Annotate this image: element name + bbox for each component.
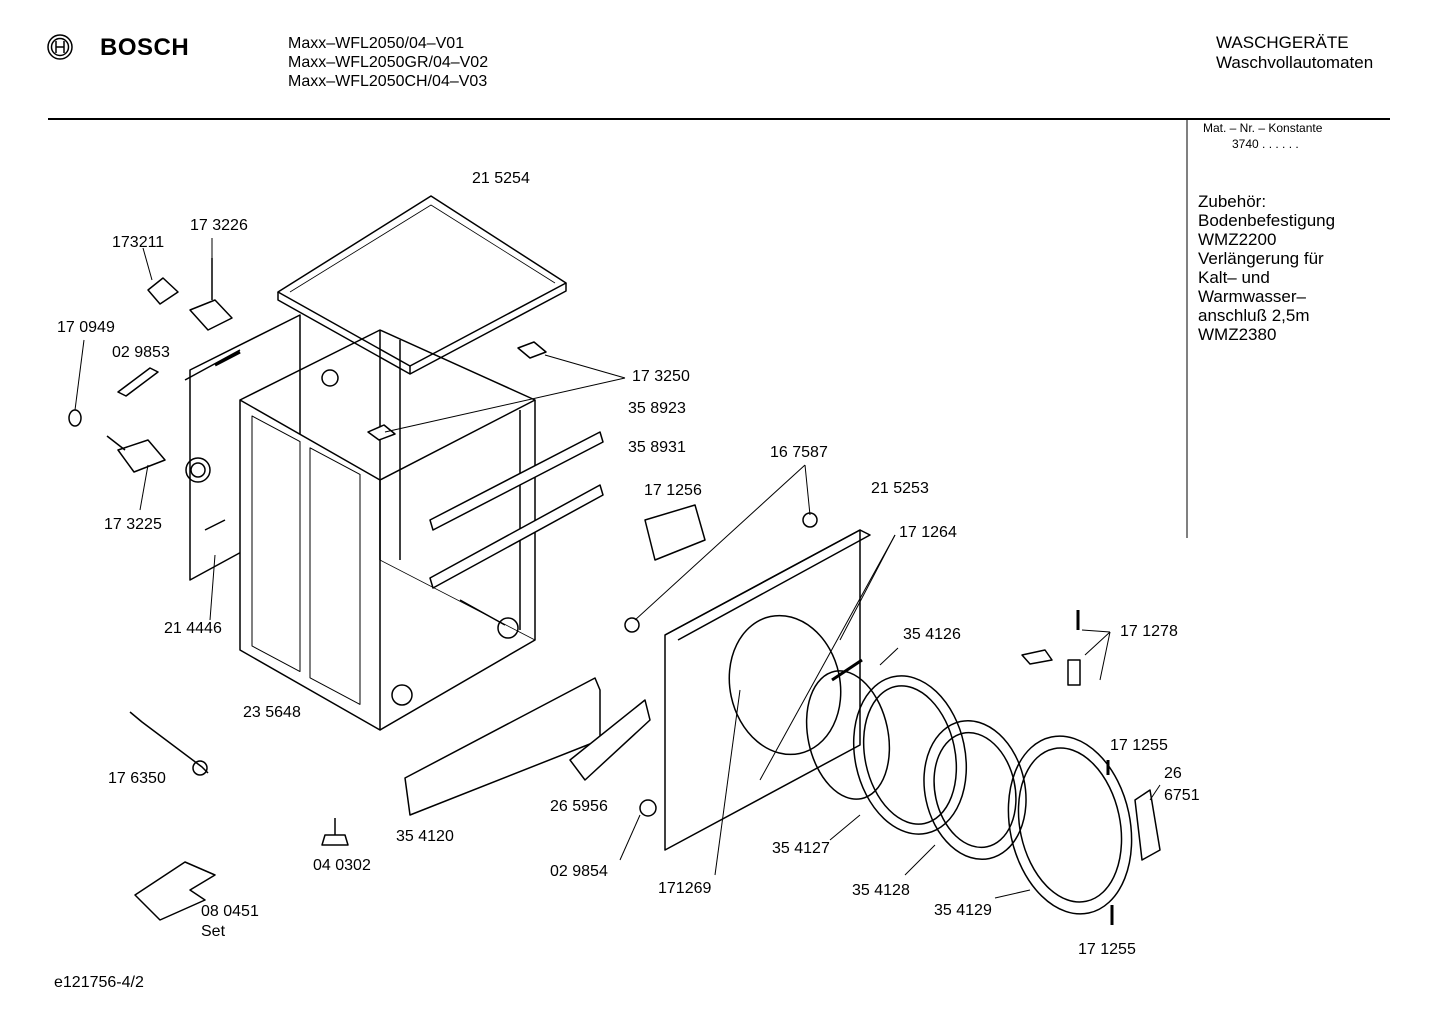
- rail-lower-part: [430, 485, 603, 588]
- part-label-171269: 171269: [658, 880, 712, 897]
- door-seal-part: [795, 663, 900, 807]
- part-label-171255-bottom: 17 1255: [1078, 941, 1136, 958]
- accessory-line: WMZ2380: [1198, 325, 1277, 344]
- accessory-line: Verlängerung für: [1198, 249, 1324, 268]
- part-label-215254: 21 5254: [472, 170, 530, 187]
- model-3: Maxx–WFL2050CH/04–V03: [288, 73, 488, 90]
- cabinet-frame-part: [240, 330, 535, 730]
- clip-part: [368, 342, 546, 440]
- part-label-171278: 17 1278: [1120, 623, 1178, 640]
- door-hook-part: [1022, 650, 1052, 664]
- door-catch-part: [1068, 660, 1080, 685]
- part-label-6751: 6751: [1164, 787, 1200, 804]
- accessory-line: Bodenbefestigung: [1198, 211, 1336, 230]
- bracket-part: [118, 368, 158, 396]
- accessory-line: WMZ2200: [1198, 230, 1277, 249]
- model-2: Maxx–WFL2050GR/04–V02: [288, 54, 489, 71]
- hinge-part: [1135, 790, 1160, 860]
- part-label-354127: 35 4127: [772, 840, 830, 857]
- part-label-354128: 35 4128: [852, 882, 910, 899]
- mat-value: 3740 . . . . . .: [1232, 137, 1299, 151]
- base-plate-part: [135, 862, 215, 920]
- part-label-040302: 04 0302: [313, 857, 371, 874]
- part-label-173211: 173211: [112, 234, 165, 251]
- part-label-171255-top: 17 1255: [1110, 737, 1168, 754]
- dispenser-handle-part: [570, 700, 650, 780]
- part-label-358931: 35 8931: [628, 439, 686, 456]
- part-label-170949: 17 0949: [57, 319, 115, 336]
- model-1: Maxx–WFL2050/04–V01: [288, 35, 465, 52]
- knob-part: [640, 800, 656, 816]
- door-inner-ring-part: [840, 665, 981, 844]
- front-panel-part: [625, 513, 870, 850]
- accessory-line: Zubehör:: [1198, 192, 1267, 211]
- part-label-265956: 26 5956: [550, 798, 608, 815]
- part-label-358923: 35 8923: [628, 400, 686, 417]
- wrench-part: [130, 712, 208, 775]
- door-outer-ring-part: [993, 724, 1148, 925]
- shock-absorber-upper-part: [190, 258, 232, 330]
- rail-upper-part: [430, 432, 603, 530]
- part-label-354126: 35 4126: [903, 626, 961, 643]
- part-label-214446: 21 4446: [164, 620, 222, 637]
- accessory-line: Warmwasser–: [1198, 287, 1306, 306]
- part-label-354120: 35 4120: [396, 828, 454, 845]
- damper-pin-part: [148, 278, 178, 304]
- part-label-029854: 02 9854: [550, 863, 608, 880]
- control-panel-trim-part: [405, 678, 600, 815]
- mat-label: Mat. – Nr. – Konstante: [1203, 121, 1323, 135]
- accessory-line: Kalt– und: [1198, 268, 1270, 287]
- part-label-171264: 17 1264: [899, 524, 957, 541]
- part-label-set: Set: [201, 923, 226, 940]
- shock-absorber-lower-part: [107, 436, 165, 472]
- category: WASCHGERÄTE: [1216, 33, 1349, 52]
- part-label-173226: 17 3226: [190, 217, 248, 234]
- part-label-215253: 21 5253: [871, 480, 929, 497]
- foot-part: [322, 818, 348, 845]
- part-label-080451: 08 0451: [201, 903, 259, 920]
- part-label-167587: 16 7587: [770, 444, 828, 461]
- part-label-173250: 17 3250: [632, 368, 690, 385]
- part-label-235648: 23 5648: [243, 704, 301, 721]
- brand-name: BOSCH: [100, 34, 190, 61]
- part-label-173225: 17 3225: [104, 516, 162, 533]
- part-label-354129: 35 4129: [934, 902, 992, 919]
- part-label-171256: 17 1256: [644, 482, 702, 499]
- door-glass-part: [912, 711, 1039, 869]
- door-lock-part: [645, 505, 705, 560]
- drawing-id: e121756-4/2: [54, 974, 144, 991]
- part-label-029853: 02 9853: [112, 344, 170, 361]
- washer-part: [69, 410, 81, 426]
- accessory-line: anschluß 2,5m: [1198, 306, 1310, 325]
- part-label-26: 26: [1164, 765, 1182, 782]
- subcategory: Waschvollautomaten: [1216, 53, 1374, 72]
- part-label-176350: 17 6350: [108, 770, 166, 787]
- bosch-logo-icon: [48, 35, 72, 59]
- top-cover-part: [278, 196, 566, 374]
